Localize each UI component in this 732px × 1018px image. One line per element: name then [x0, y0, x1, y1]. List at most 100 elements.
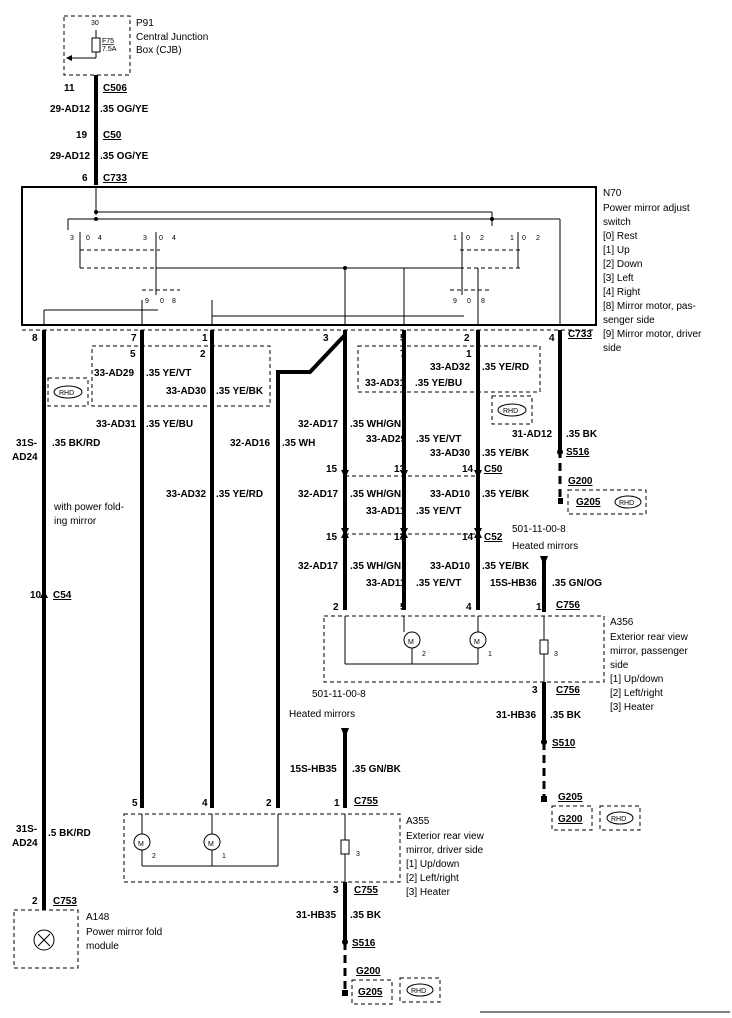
sw-l-0: 0 — [86, 235, 90, 242]
heated-feed-passenger: 501-11-00-8 Heated mirrors 15S-HB36 .35 … — [490, 524, 602, 612]
sw-l-0b: 0 — [159, 235, 163, 242]
fold-module-icon — [33, 929, 55, 951]
pin-11: 11 — [64, 83, 75, 94]
wire-ad17-b-color: .35 WH/GN — [350, 489, 401, 500]
a355-pin-1: 1 — [334, 798, 340, 809]
a356-line2: side — [610, 660, 629, 671]
a356-line0: Exterior rear view — [610, 632, 689, 643]
n70-line8: senger side — [603, 315, 655, 326]
rhd-option-right: RHD — [491, 395, 533, 425]
wire-29ad12-a-color: .35 OG/YE — [100, 104, 149, 115]
wire-ad24-label-b: AD24 — [12, 838, 38, 849]
opt-pin-1: 1 — [466, 349, 472, 360]
pin-6: 6 — [82, 173, 88, 184]
c50-pin-13: 13 — [394, 464, 406, 475]
a356-line5: [3] Heater — [610, 702, 655, 713]
wire-ad17-c-color: .35 WH/GN — [350, 561, 401, 572]
motor-label-3: M — [138, 841, 144, 848]
wire-ad31-r-label: 33-AD31 — [365, 378, 405, 389]
sw-l-3: 3 — [70, 235, 74, 242]
a355-line0: Exterior rear view — [406, 831, 485, 842]
sw-r-2b: 2 — [536, 235, 540, 242]
wire-ad32-r-label: 33-AD32 — [430, 362, 470, 373]
wire-29ad12-a: 29-AD12 — [50, 104, 90, 115]
connector-c755-top: C755 — [354, 796, 378, 807]
wire-ad30-r-color: .35 YE/BK — [482, 448, 530, 459]
n70-switch: 3 0 4 3 0 4 1 0 2 1 0 2 9 0 8 9 0 8 — [21, 186, 702, 354]
wire-ad16-label: 32-AD16 — [230, 438, 270, 449]
wire-hb36-color: .35 GN/OG — [552, 578, 602, 589]
connector-c54: C54 — [53, 590, 72, 601]
wire-fold-color: .5 BK/RD — [48, 828, 91, 839]
wire-ad11-a-label: 33-AD11 — [366, 506, 406, 517]
pin-2-c753: 2 — [32, 896, 38, 907]
wire-29ad12-b: 29-AD12 — [50, 151, 90, 162]
wire-ad31-color: .35 YE/BU — [146, 419, 193, 430]
connector-c753: C753 — [53, 896, 77, 907]
wire-29ad12-b-color: .35 OG/YE — [100, 151, 149, 162]
splice-s516-bottom: S516 — [352, 938, 376, 949]
sw-r-2: 2 — [480, 235, 484, 242]
rhd-label-g205: RHD — [619, 500, 634, 507]
a356-pin-1: 1 — [536, 602, 542, 613]
opt-pin-5: 5 — [130, 349, 136, 360]
sw-sel-8-l: 8 — [172, 298, 176, 305]
connector-c506: C506 — [103, 83, 127, 94]
rhd-label-left: RHD — [59, 390, 74, 397]
n70-id: N70 — [603, 188, 622, 199]
sw-l-3b: 3 — [143, 235, 147, 242]
connector-c733-bottom: C733 — [568, 329, 592, 340]
fuse-label: F75 — [102, 38, 114, 45]
n70-line2: [0] Rest — [603, 231, 638, 242]
pin-10: 10 — [30, 590, 42, 601]
wire-ad10-b-label: 33-AD10 — [430, 561, 470, 572]
a356-id: A356 — [610, 617, 634, 628]
connector-c755-bottom: C755 — [354, 885, 378, 896]
heated-text-2: Heated mirrors — [289, 709, 355, 720]
a355-pin-4: 4 — [202, 798, 208, 809]
connector-c50-right: C50 — [484, 464, 503, 475]
a148-fold-module: A148 Power mirror fold module — [13, 909, 162, 969]
wire-ad12-color: .35 BK — [566, 429, 598, 440]
a355-line1: mirror, driver side — [406, 845, 484, 856]
c50-pin-15: 15 — [326, 464, 338, 475]
wire-ad17-a-color: .35 WH/GN — [350, 419, 401, 430]
wire-ad17-b-label: 32-AD17 — [298, 489, 338, 500]
pin-19: 19 — [76, 130, 88, 141]
motor-pin-2-p: 2 — [422, 651, 426, 658]
wire-ad16-color: .35 WH — [282, 438, 315, 449]
wire-ad24-label: AD24 — [12, 452, 38, 463]
wire-ad12-label: 31-AD12 — [512, 429, 552, 440]
n70-line6: [4] Right — [603, 287, 640, 298]
sw-r-1: 1 — [453, 235, 457, 242]
wire-pin1: 4 — [202, 330, 214, 809]
a356-pin-3: 3 — [532, 685, 538, 696]
connector-c52: C52 — [484, 532, 503, 543]
a355-line3: [2] Left/right — [406, 873, 459, 884]
connector-c756-bottom: C756 — [556, 685, 580, 696]
heater-pin-3-p: 3 — [554, 651, 558, 658]
rhd-label-right: RHD — [503, 408, 518, 415]
a356-pin-5: 5 — [400, 602, 406, 613]
connector-c50-top: C50 — [103, 130, 122, 141]
c52-pin-13: 13 — [394, 532, 406, 543]
heated-text-1: Heated mirrors — [512, 541, 578, 552]
wire-31s-ad24: 31S- AD24 .35 BK/RD with power fold- ing… — [12, 330, 124, 910]
n70-pin-2: 2 — [464, 333, 470, 344]
sw-r-1b: 1 — [510, 235, 514, 242]
ground-g205-bottom: G205 — [358, 987, 383, 998]
a355-line4: [3] Heater — [406, 887, 451, 898]
wire-hb36-label: 15S-HB36 — [490, 578, 537, 589]
a355-line2: [1] Up/down — [406, 859, 459, 870]
ground-arrow-icon — [66, 55, 72, 61]
heated-feed-driver: 501-11-00-8 Heated mirrors 15S-HB35 .35 … — [289, 689, 402, 809]
a355-ground: 3 C755 31-HB35 .35 BK S516 G200 G205 RHD — [296, 882, 441, 1005]
ground-g200-bottom: G200 — [356, 966, 381, 977]
heated-ref-2: 501-11-00-8 — [312, 689, 366, 700]
wire-ad11-b-color: .35 YE/VT — [416, 578, 461, 589]
wire-ad17-c-label: 32-AD17 — [298, 561, 338, 572]
a356-line4: [2] Left/right — [610, 688, 663, 699]
sw-l-4: 4 — [98, 235, 102, 242]
fuse-f75-icon — [91, 37, 101, 53]
